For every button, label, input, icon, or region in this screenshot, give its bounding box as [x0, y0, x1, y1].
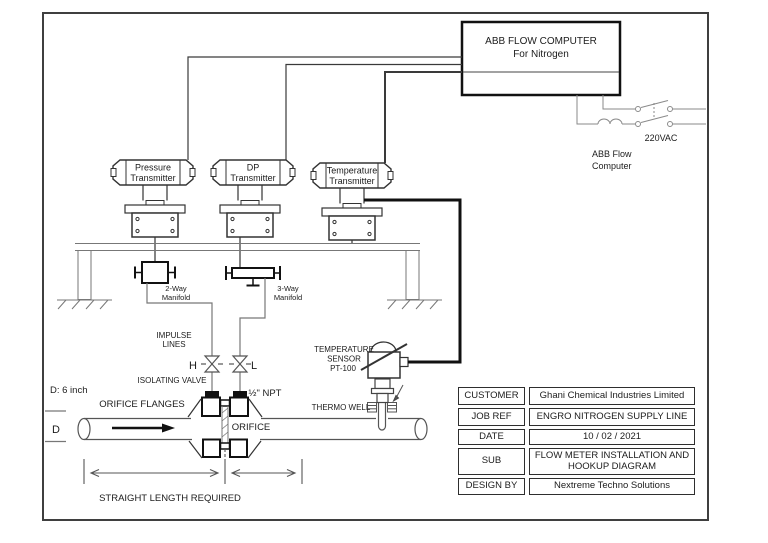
title-block-row-label: JOB REF [458, 408, 525, 426]
power-circuit [576, 95, 706, 127]
flow-computer-title: ABB FLOW COMPUTER [485, 36, 597, 47]
title-block: CUSTOMER Ghani Chemical Industries Limit… [458, 387, 697, 495]
title-block-row-value: Ghani Chemical Industries Limited [529, 387, 695, 405]
voltage-label: 220VAC [645, 133, 678, 143]
impulse-label-1: IMPULSE [156, 331, 191, 340]
title-block-row-label: DESIGN BY [458, 478, 525, 495]
valve-l-label: L [251, 360, 257, 372]
three-way-manifold-label-2: Manifold [274, 293, 302, 302]
thermowell [367, 402, 397, 431]
rail-post-right [405, 250, 420, 300]
impulse-lines [146, 278, 266, 391]
sensor-cable [364, 198, 462, 364]
dimension-lines [83, 449, 303, 484]
npt-label: ½" NPT [249, 388, 282, 399]
signal-wires [187, 56, 462, 163]
tap-l [233, 391, 247, 398]
pipe-end-left [77, 417, 91, 441]
temp-sensor-label-2: SENSOR [327, 355, 361, 364]
tap-h [205, 391, 219, 398]
switch-blade-bottom [640, 115, 669, 123]
orifice-label: ORIFICE [232, 422, 271, 433]
valve-h-label: H [189, 360, 197, 372]
power-device-label-2: Computer [592, 161, 632, 171]
title-block-row-value: ENGRO NITROGEN SUPPLY LINE [529, 408, 695, 426]
pressure-transmitter-label-1: Pressure [135, 163, 171, 173]
title-block-row-label: CUSTOMER [458, 387, 525, 405]
title-block-row-label: DATE [458, 429, 525, 445]
fuse-symbol [597, 118, 623, 125]
straight-length-label: STRAIGHT LENGTH REQUIRED [99, 493, 241, 504]
orifice-assembly [187, 391, 263, 459]
title-block-row-value: FLOW METER INSTALLATION AND HOOKUP DIAGR… [529, 448, 695, 475]
sensor-cap-lever [360, 343, 408, 371]
title-block-row-value: 10 / 02 / 2021 [529, 429, 695, 445]
title-block-row-value: Nextreme Techno Solutions [529, 478, 695, 495]
temperature-transmitter-label-2: Transmitter [329, 176, 374, 186]
pipe-diameter-marks [45, 410, 66, 443]
ground-symbol-right [387, 299, 442, 310]
temp-sensor-label-1: TEMPERATURE [314, 345, 374, 354]
isolating-valve-h [201, 355, 223, 373]
flow-computer-box: ABB FLOW COMPUTER For Nitrogen [460, 20, 622, 97]
pipe-size-label: D: 6 inch [50, 385, 88, 396]
dp-transmitter-label-1: DP [247, 163, 260, 173]
pressure-transmitter [110, 159, 196, 262]
two-way-manifold-label-2: Manifold [162, 293, 190, 302]
three-way-manifold [225, 266, 281, 287]
isolating-valve-l [229, 355, 251, 373]
thermo-well-label: THERMO WELL [312, 403, 371, 412]
pressure-transmitter-label-2: Transmitter [130, 173, 175, 183]
pipe-diameter-label: D [52, 424, 60, 436]
temperature-transmitter-label-1: Temperature [327, 166, 378, 176]
dp-transmitter [210, 159, 296, 268]
two-way-manifold [134, 261, 176, 284]
temp-sensor-label-3: PT-100 [330, 364, 356, 373]
temperature-sensor [360, 341, 409, 404]
sensor-connector [399, 356, 409, 368]
temperature-transmitter [310, 162, 394, 244]
rail-post-left [77, 250, 92, 300]
three-way-manifold-label-1: 3-Way [277, 284, 299, 293]
impulse-label-2: LINES [162, 340, 185, 349]
two-way-manifold-label-1: 2-Way [165, 284, 187, 293]
isolating-valve-label: ISOLATING VALVE [138, 376, 207, 385]
dp-transmitter-label-2: Transmitter [230, 173, 275, 183]
process-pipe [77, 417, 428, 441]
pipe-end-right [414, 417, 428, 441]
orifice-flanges-label: ORIFICE FLANGES [99, 399, 185, 410]
ground-symbol-left [57, 299, 112, 310]
diagram-border [42, 12, 709, 521]
flow-arrow [112, 423, 175, 433]
flow-computer-subtitle: For Nitrogen [513, 49, 569, 60]
pointer-arrow [392, 394, 400, 403]
sensor-dome [370, 341, 397, 353]
power-device-label-1: ABB Flow [592, 149, 632, 159]
title-block-row-label: SUB [458, 448, 525, 475]
